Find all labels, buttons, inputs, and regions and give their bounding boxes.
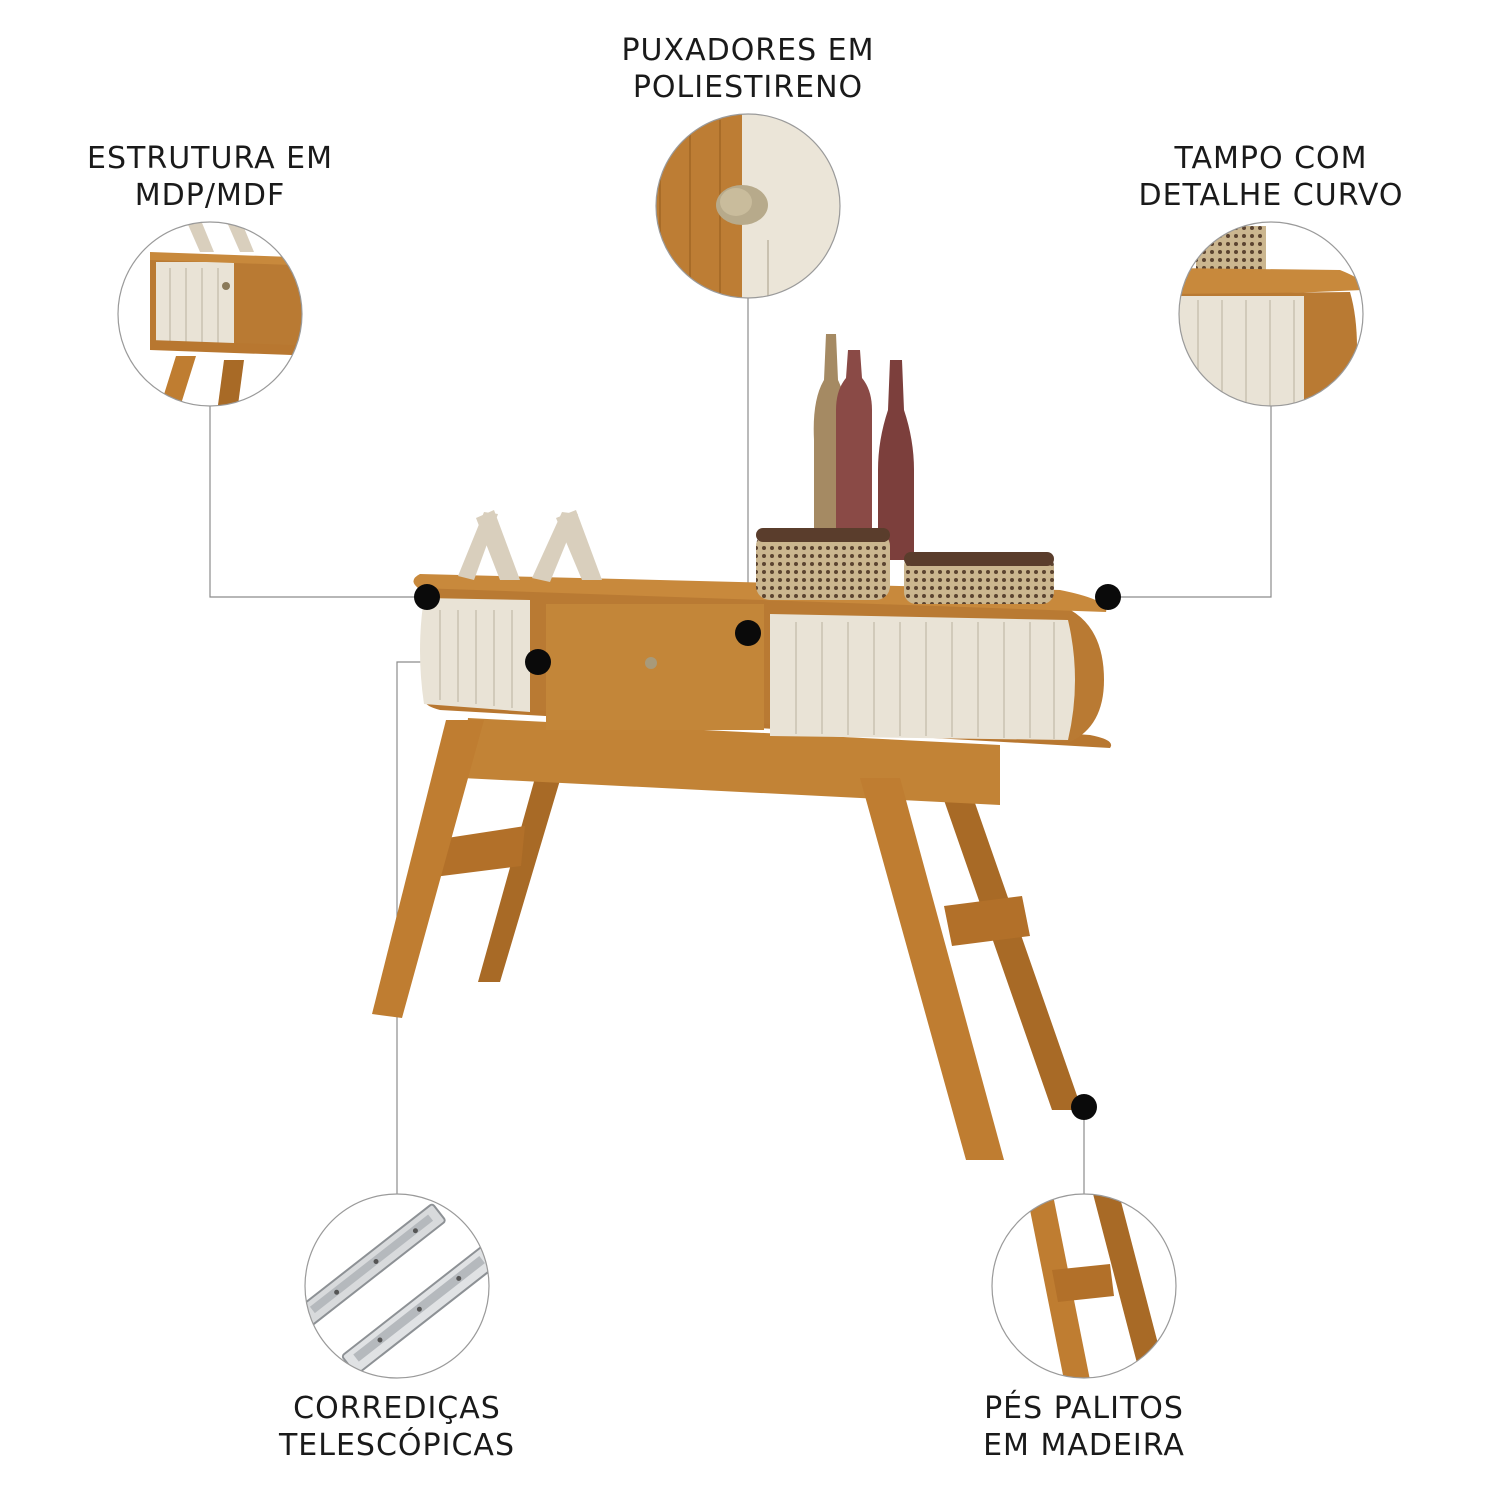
cabinet-detail-icon — [117, 221, 303, 407]
console-table — [372, 334, 1112, 1160]
leader-structure — [209, 406, 427, 598]
back-left-leg — [478, 760, 566, 982]
marker-slides — [525, 649, 551, 675]
marker-handles — [735, 620, 761, 646]
knob-handle-icon — [655, 113, 841, 299]
right-door — [770, 614, 1075, 740]
wooden-legs-icon — [991, 1193, 1177, 1379]
front-right-leg — [860, 778, 1004, 1160]
front-left-leg — [372, 720, 484, 1018]
label-slides: CORREDIÇAS TELESCÓPICAS — [278, 1391, 515, 1463]
label-handles: PUXADORES EM POLIESTIRENO — [621, 33, 875, 105]
vase-red-right — [878, 360, 914, 560]
markers — [414, 584, 1121, 1120]
bookends — [458, 510, 602, 582]
right-stretcher — [944, 896, 1030, 946]
label-legs: PÉS PALITOS EM MADEIRA — [983, 1391, 1185, 1463]
marker-legs — [1071, 1094, 1097, 1120]
cane-box-right — [904, 554, 1054, 604]
drawer-knob — [645, 657, 657, 669]
curved-top-icon — [1178, 221, 1364, 407]
drawer-slides-icon — [304, 1193, 490, 1379]
leader-top — [1108, 406, 1272, 598]
marker-structure — [414, 584, 440, 610]
vase-red-left — [836, 350, 872, 534]
label-top: TAMPO COM DETALHE CURVO — [1138, 141, 1404, 213]
cane-box-left — [756, 532, 890, 600]
label-structure: ESTRUTURA EM MDP/MDF — [87, 141, 333, 213]
left-door — [420, 598, 530, 712]
marker-top — [1095, 584, 1121, 610]
